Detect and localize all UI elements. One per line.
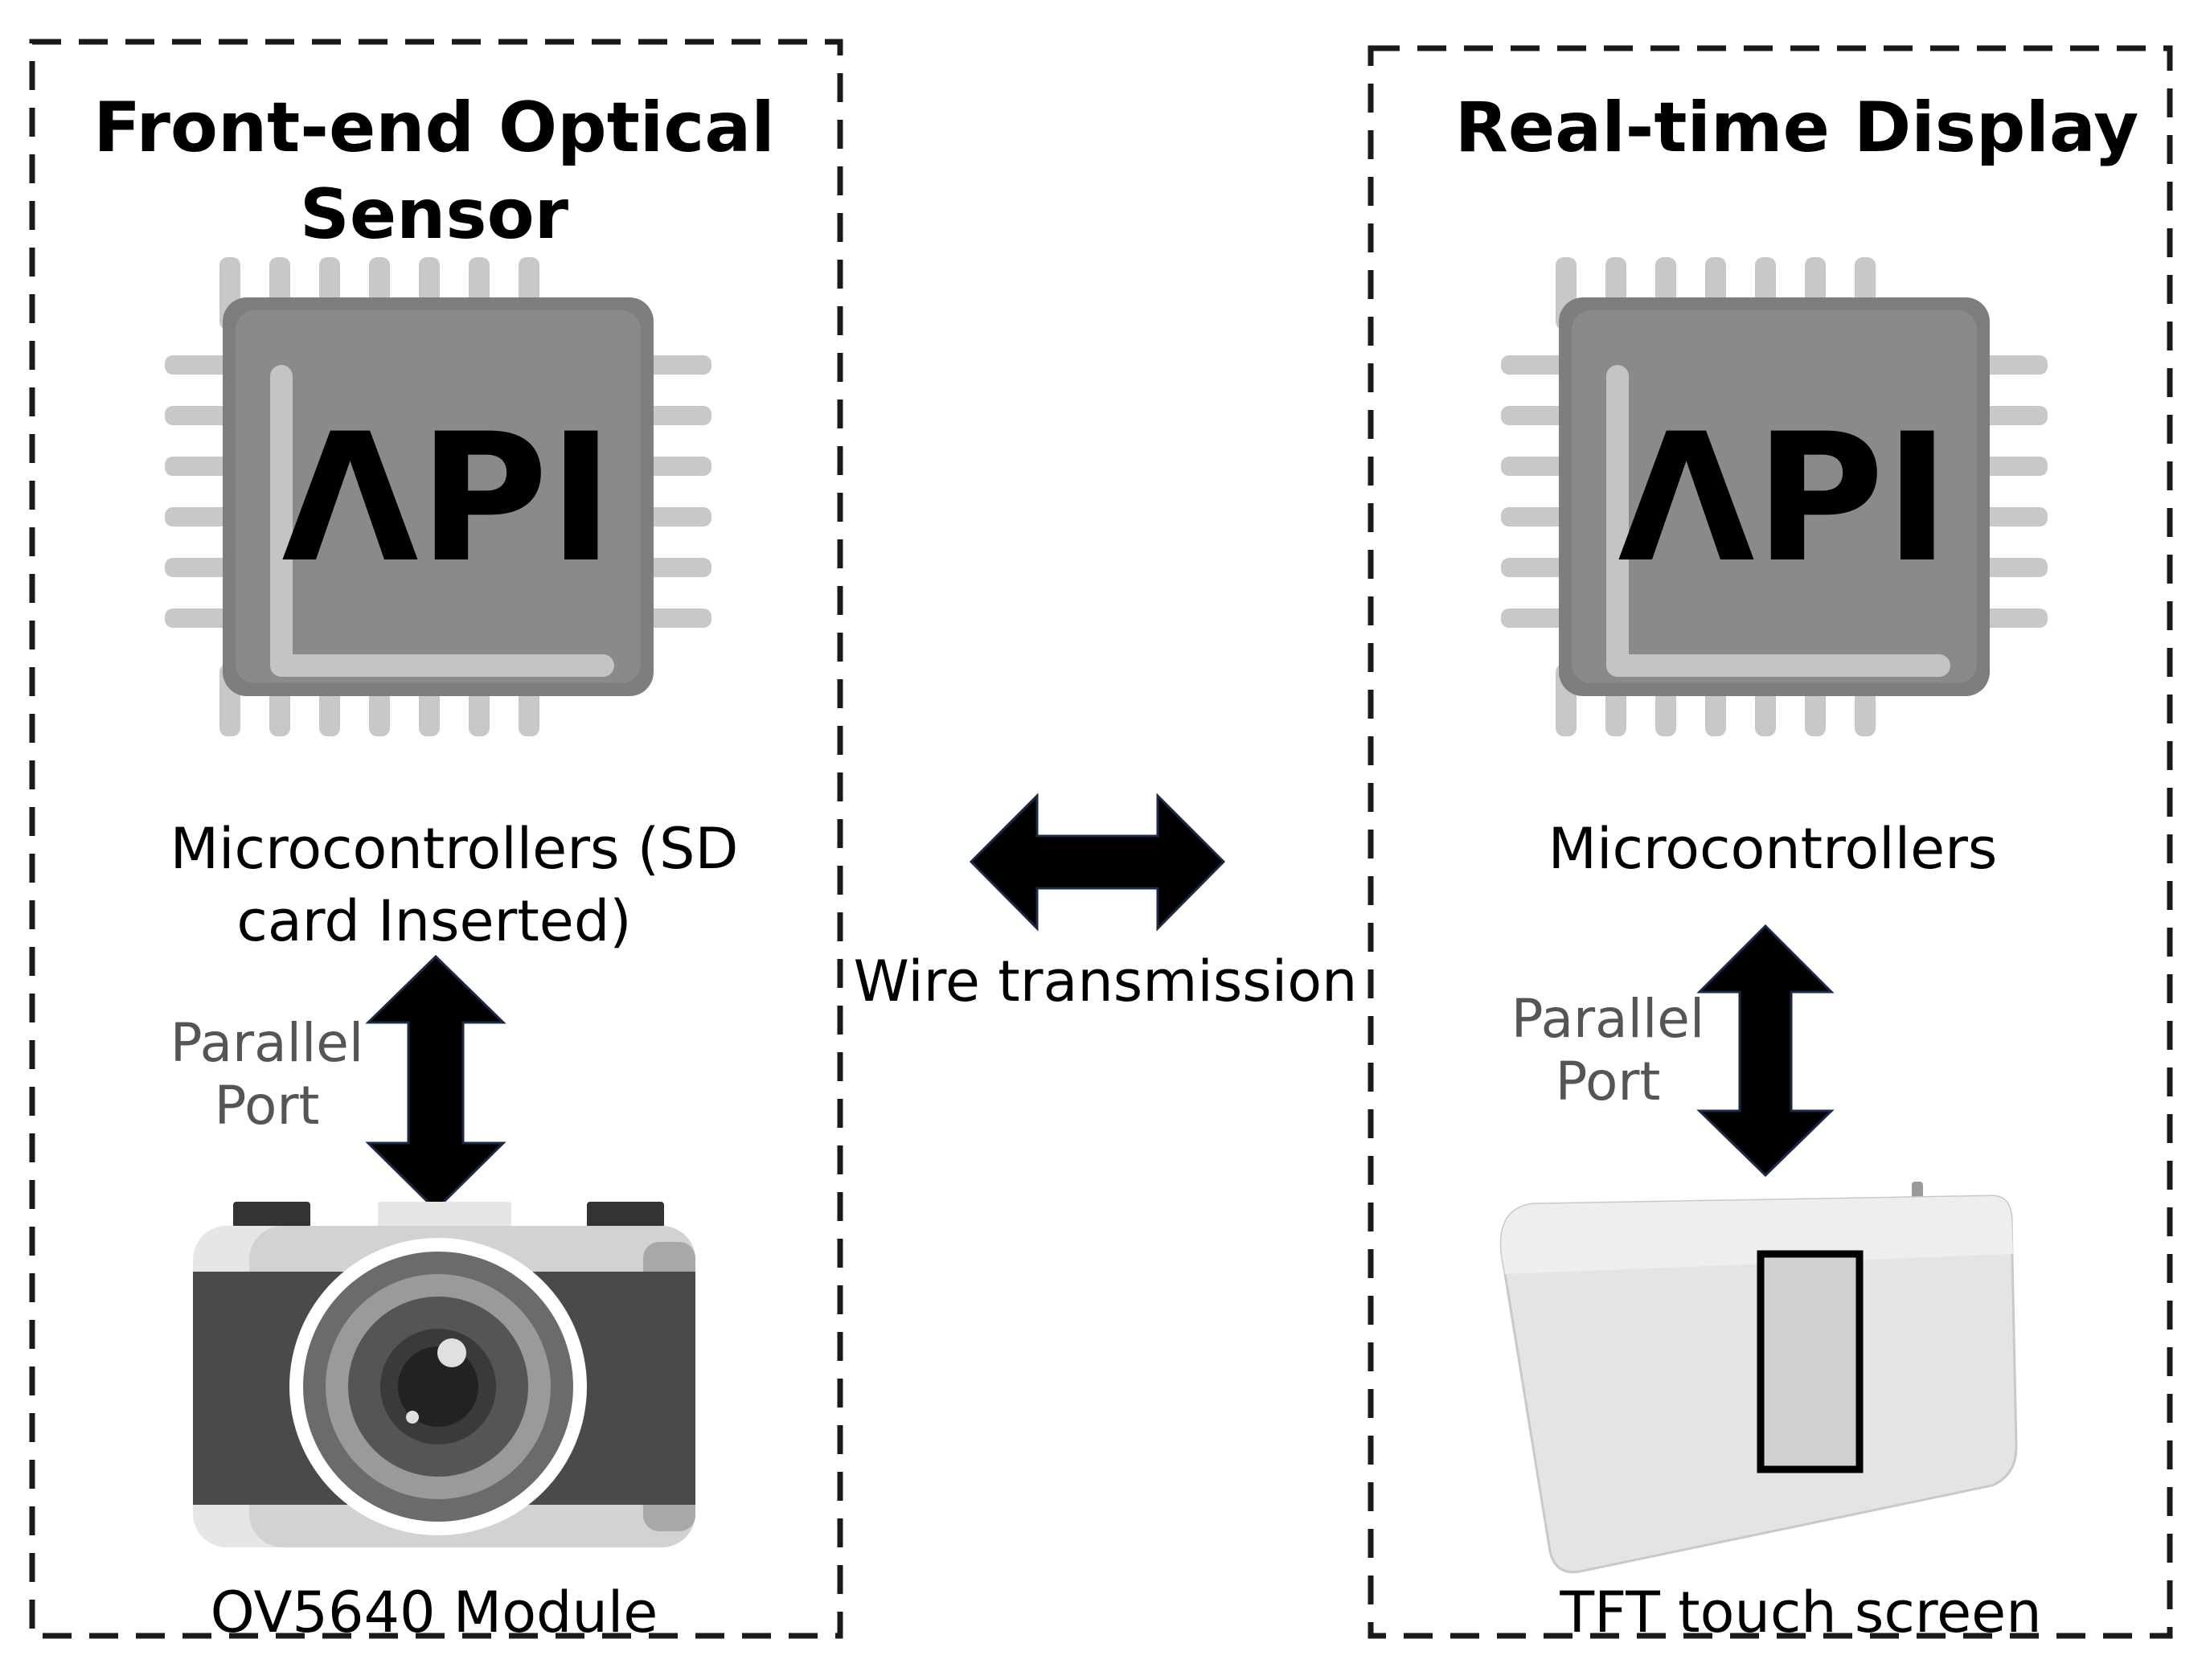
left-parallel-port-arrow-icon xyxy=(365,954,506,1212)
right-panel-title: Real-time Display xyxy=(1455,88,2139,168)
right-parallel-port-arrow-icon xyxy=(1696,924,1835,1178)
wire-transmission-label: Wire transmission xyxy=(854,949,1358,1014)
left-panel-border xyxy=(29,39,843,1639)
right-microcontroller-chip-icon: ΛPI xyxy=(1501,257,2048,736)
right-mcu-label: Microcontrollers xyxy=(1548,816,1998,882)
left-port-label-line2: Port xyxy=(215,1075,320,1137)
tft-display-panel xyxy=(1757,1250,1864,1473)
left-chip-logo: ΛPI xyxy=(281,395,613,601)
wire-link: Wire transmission xyxy=(854,793,1358,1014)
right-chip-logo: ΛPI xyxy=(1618,395,1950,601)
left-panel-title: Front-end Optical xyxy=(93,88,775,168)
camera-icon xyxy=(193,1202,695,1547)
right-port-label: Parallel xyxy=(1511,988,1704,1050)
camera-label: OV5640 Module xyxy=(211,1580,658,1645)
wire-transmission-arrow-icon xyxy=(969,793,1226,932)
left-panel-title-line2: Sensor xyxy=(300,174,569,255)
left-microcontroller-chip-icon: ΛPI xyxy=(165,257,711,736)
left-mcu-label-line2: card Inserted) xyxy=(236,888,631,954)
tft-screen-icon xyxy=(1499,1182,2018,1574)
left-panel: Front-end Optical Sensor ΛPI Microcontro… xyxy=(29,39,843,1645)
right-panel-border xyxy=(1367,45,2173,1639)
tft-screen-label: TFT touch screen xyxy=(1559,1580,2041,1645)
right-panel: Real-time Display ΛPI Microcontrollers P… xyxy=(1367,45,2173,1645)
left-port-label: Parallel xyxy=(170,1012,363,1074)
left-mcu-label: Microcontrollers (SD xyxy=(170,816,739,882)
right-port-label-line2: Port xyxy=(1556,1051,1661,1112)
